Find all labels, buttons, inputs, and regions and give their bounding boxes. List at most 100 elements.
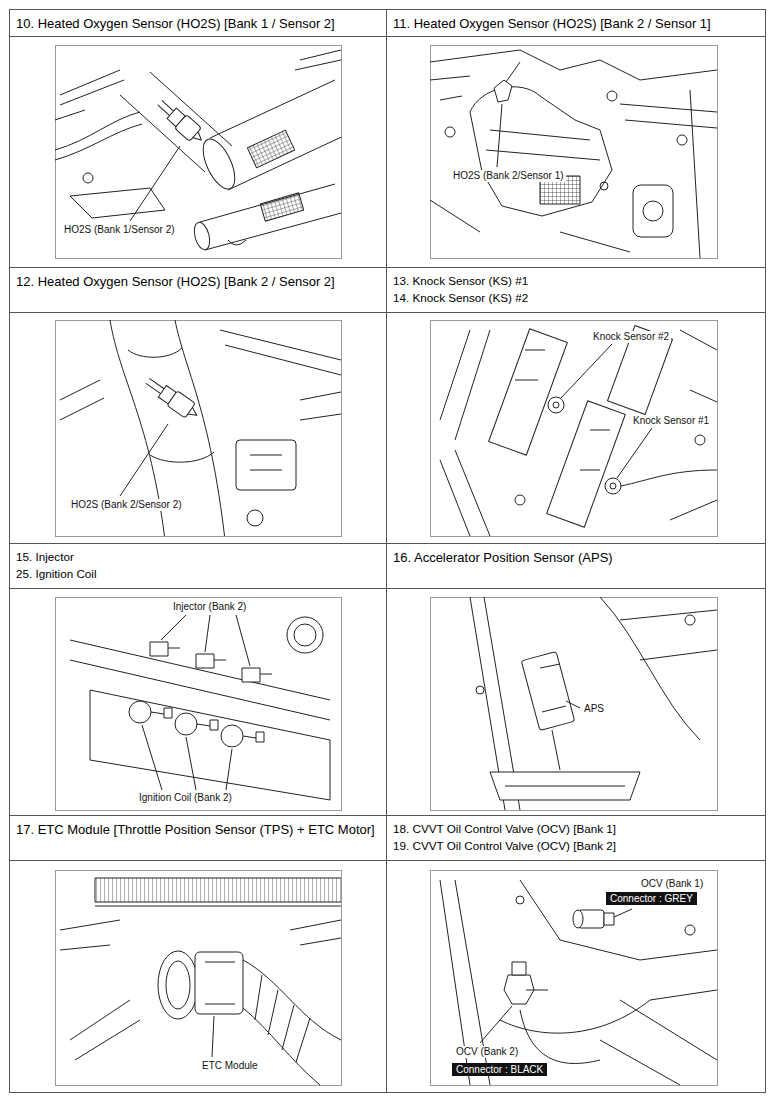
exhaust-pipe-drawing: [60, 380, 104, 420]
exhaust-pipe-drawing: [250, 455, 282, 470]
exhaust-pipe-drawing: [300, 392, 341, 420]
pedal-drawing: [540, 664, 566, 712]
exhaust-pipe-drawing: [150, 452, 214, 462]
exhaust-pipe-drawing: [128, 348, 182, 357]
table-header-cell: 11. Heated Oxygen Sensor (HO2S) [Bank 2 …: [387, 10, 765, 37]
cylinder-head-drawing: [614, 909, 632, 917]
engine-top-drawing: [256, 732, 264, 742]
table-header-cell: 10. Heated Oxygen Sensor (HO2S) [Bank 1 …: [10, 10, 386, 37]
part-label: HO2S (Bank 1/Sensor 2): [62, 224, 177, 236]
engine-underside-drawing: [506, 62, 520, 82]
engine-top-drawing: [129, 701, 151, 723]
engine-top-drawing: [205, 615, 210, 652]
engine-top-drawing: [175, 713, 197, 735]
pedal-drawing: [505, 786, 625, 787]
engine-top-drawing: [236, 615, 250, 666]
engine-underside-drawing: [643, 201, 663, 221]
engine-underside-drawing: [497, 104, 502, 167]
engine-underside-drawing: [677, 135, 687, 145]
table-header-cell: 15. Injector25. Ignition Coil: [10, 544, 386, 586]
throttle-body-drawing: [60, 920, 120, 950]
exhaust-drawing: [200, 184, 341, 250]
pedal-drawing: [476, 686, 484, 694]
engine-top-drawing: [210, 720, 218, 730]
header-text: 12. Heated Oxygen Sensor (HO2S) [Bank 2 …: [16, 272, 380, 291]
header-text: 17. ETC Module [Throttle Position Sensor…: [16, 820, 380, 839]
part-label: Knock Sensor #1: [631, 415, 711, 427]
table-header-cell: 17. ETC Module [Throttle Position Sensor…: [10, 816, 386, 843]
engine-underside-drawing: [600, 182, 608, 190]
engine-top-drawing: [196, 654, 214, 668]
engine-top-drawing: [150, 642, 168, 656]
header-text: 10. Heated Oxygen Sensor (HO2S) [Bank 1 …: [16, 14, 380, 33]
image-frame: [56, 46, 718, 1086]
cylinder-head-drawing: [604, 913, 614, 925]
exhaust-pipe-drawing: [60, 320, 341, 536]
header-text: 19. CVVT Oil Control Valve (OCV) [Bank 2…: [393, 837, 759, 854]
exhaust-drawing: [70, 188, 165, 218]
exhaust-drawing: [154, 96, 208, 147]
exhaust-drawing: [175, 115, 202, 142]
exhaust-pipe-drawing: [142, 374, 201, 423]
engine-underside-drawing: [633, 185, 673, 237]
table-header-cell: 16. Accelerator Position Sensor (APS): [387, 544, 765, 571]
connector-tag: Connector : BLACK: [452, 1063, 547, 1076]
image-frame: [431, 321, 718, 537]
part-label: HO2S (Bank 2/Sensor 2): [69, 499, 184, 511]
engine-underside-drawing: [430, 90, 700, 258]
throttle-body-drawing: [290, 920, 341, 945]
exhaust-drawing: [295, 50, 341, 70]
engine-underside-drawing: [430, 50, 717, 258]
pedal-drawing: [552, 730, 560, 770]
exhaust-drawing: [60, 70, 124, 105]
engine-underside-drawing: [430, 50, 717, 80]
table-grid: [10, 815, 766, 816]
header-text: 25. Ignition Coil: [16, 565, 380, 582]
image-frame: [56, 598, 342, 811]
throttle-body-drawing: [212, 1016, 214, 1057]
throttle-body-drawing: [243, 1008, 320, 1085]
exhaust-drawing: [55, 124, 142, 160]
cylinder-block-drawing: [440, 450, 490, 536]
table-header-cell: 13. Knock Sensor (KS) #114. Knock Sensor…: [387, 268, 765, 310]
engine-underside-drawing: [486, 130, 600, 160]
throttle-body-drawing: [60, 878, 341, 1085]
header-text: 11. Heated Oxygen Sensor (HO2S) [Bank 2 …: [393, 14, 759, 33]
cylinder-head-drawing: [500, 990, 717, 1033]
cylinder-block-drawing: [440, 330, 490, 440]
cylinder-block-drawing: [548, 397, 564, 413]
exhaust-pipe-drawing: [220, 330, 341, 375]
cylinder-head-drawing: [520, 1010, 600, 1063]
pedal-drawing: [470, 597, 717, 810]
cylinder-head-drawing: [526, 990, 548, 991]
exhaust-drawing: [193, 132, 204, 143]
cylinder-head-drawing: [480, 1006, 512, 1043]
part-label: Knock Sensor #2: [591, 331, 671, 343]
cylinder-head-drawing: [440, 880, 717, 1085]
part-label: ETC Module: [200, 1060, 260, 1072]
cylinder-block-drawing: [489, 329, 568, 455]
engine-top-drawing: [90, 690, 330, 800]
part-label: OCV (Bank 1): [639, 878, 705, 890]
cylinder-block-drawing: [440, 326, 717, 536]
cylinder-block-drawing: [610, 483, 616, 489]
engine-top-drawing: [242, 668, 260, 682]
connector-tag: Connector : GREY: [606, 892, 697, 905]
table-grid: [10, 312, 766, 313]
exhaust-drawing: [55, 50, 341, 251]
table-grid: [10, 10, 766, 1093]
cylinder-head-drawing: [512, 962, 526, 975]
connector-text: Connector : GREY: [610, 892, 693, 905]
header-text: 14. Knock Sensor (KS) #2: [393, 289, 759, 306]
engine-top-drawing: [90, 690, 330, 800]
engine-underside-drawing: [607, 91, 617, 101]
throttle-body-drawing: [70, 1000, 140, 1060]
engine-top-drawing: [161, 615, 186, 640]
throttle-body-drawing: [95, 878, 341, 902]
exhaust-pipe-drawing: [120, 424, 168, 496]
exhaust-pipe-drawing: [188, 407, 199, 418]
cylinder-block-drawing: [605, 478, 621, 494]
exhaust-drawing: [83, 173, 93, 183]
